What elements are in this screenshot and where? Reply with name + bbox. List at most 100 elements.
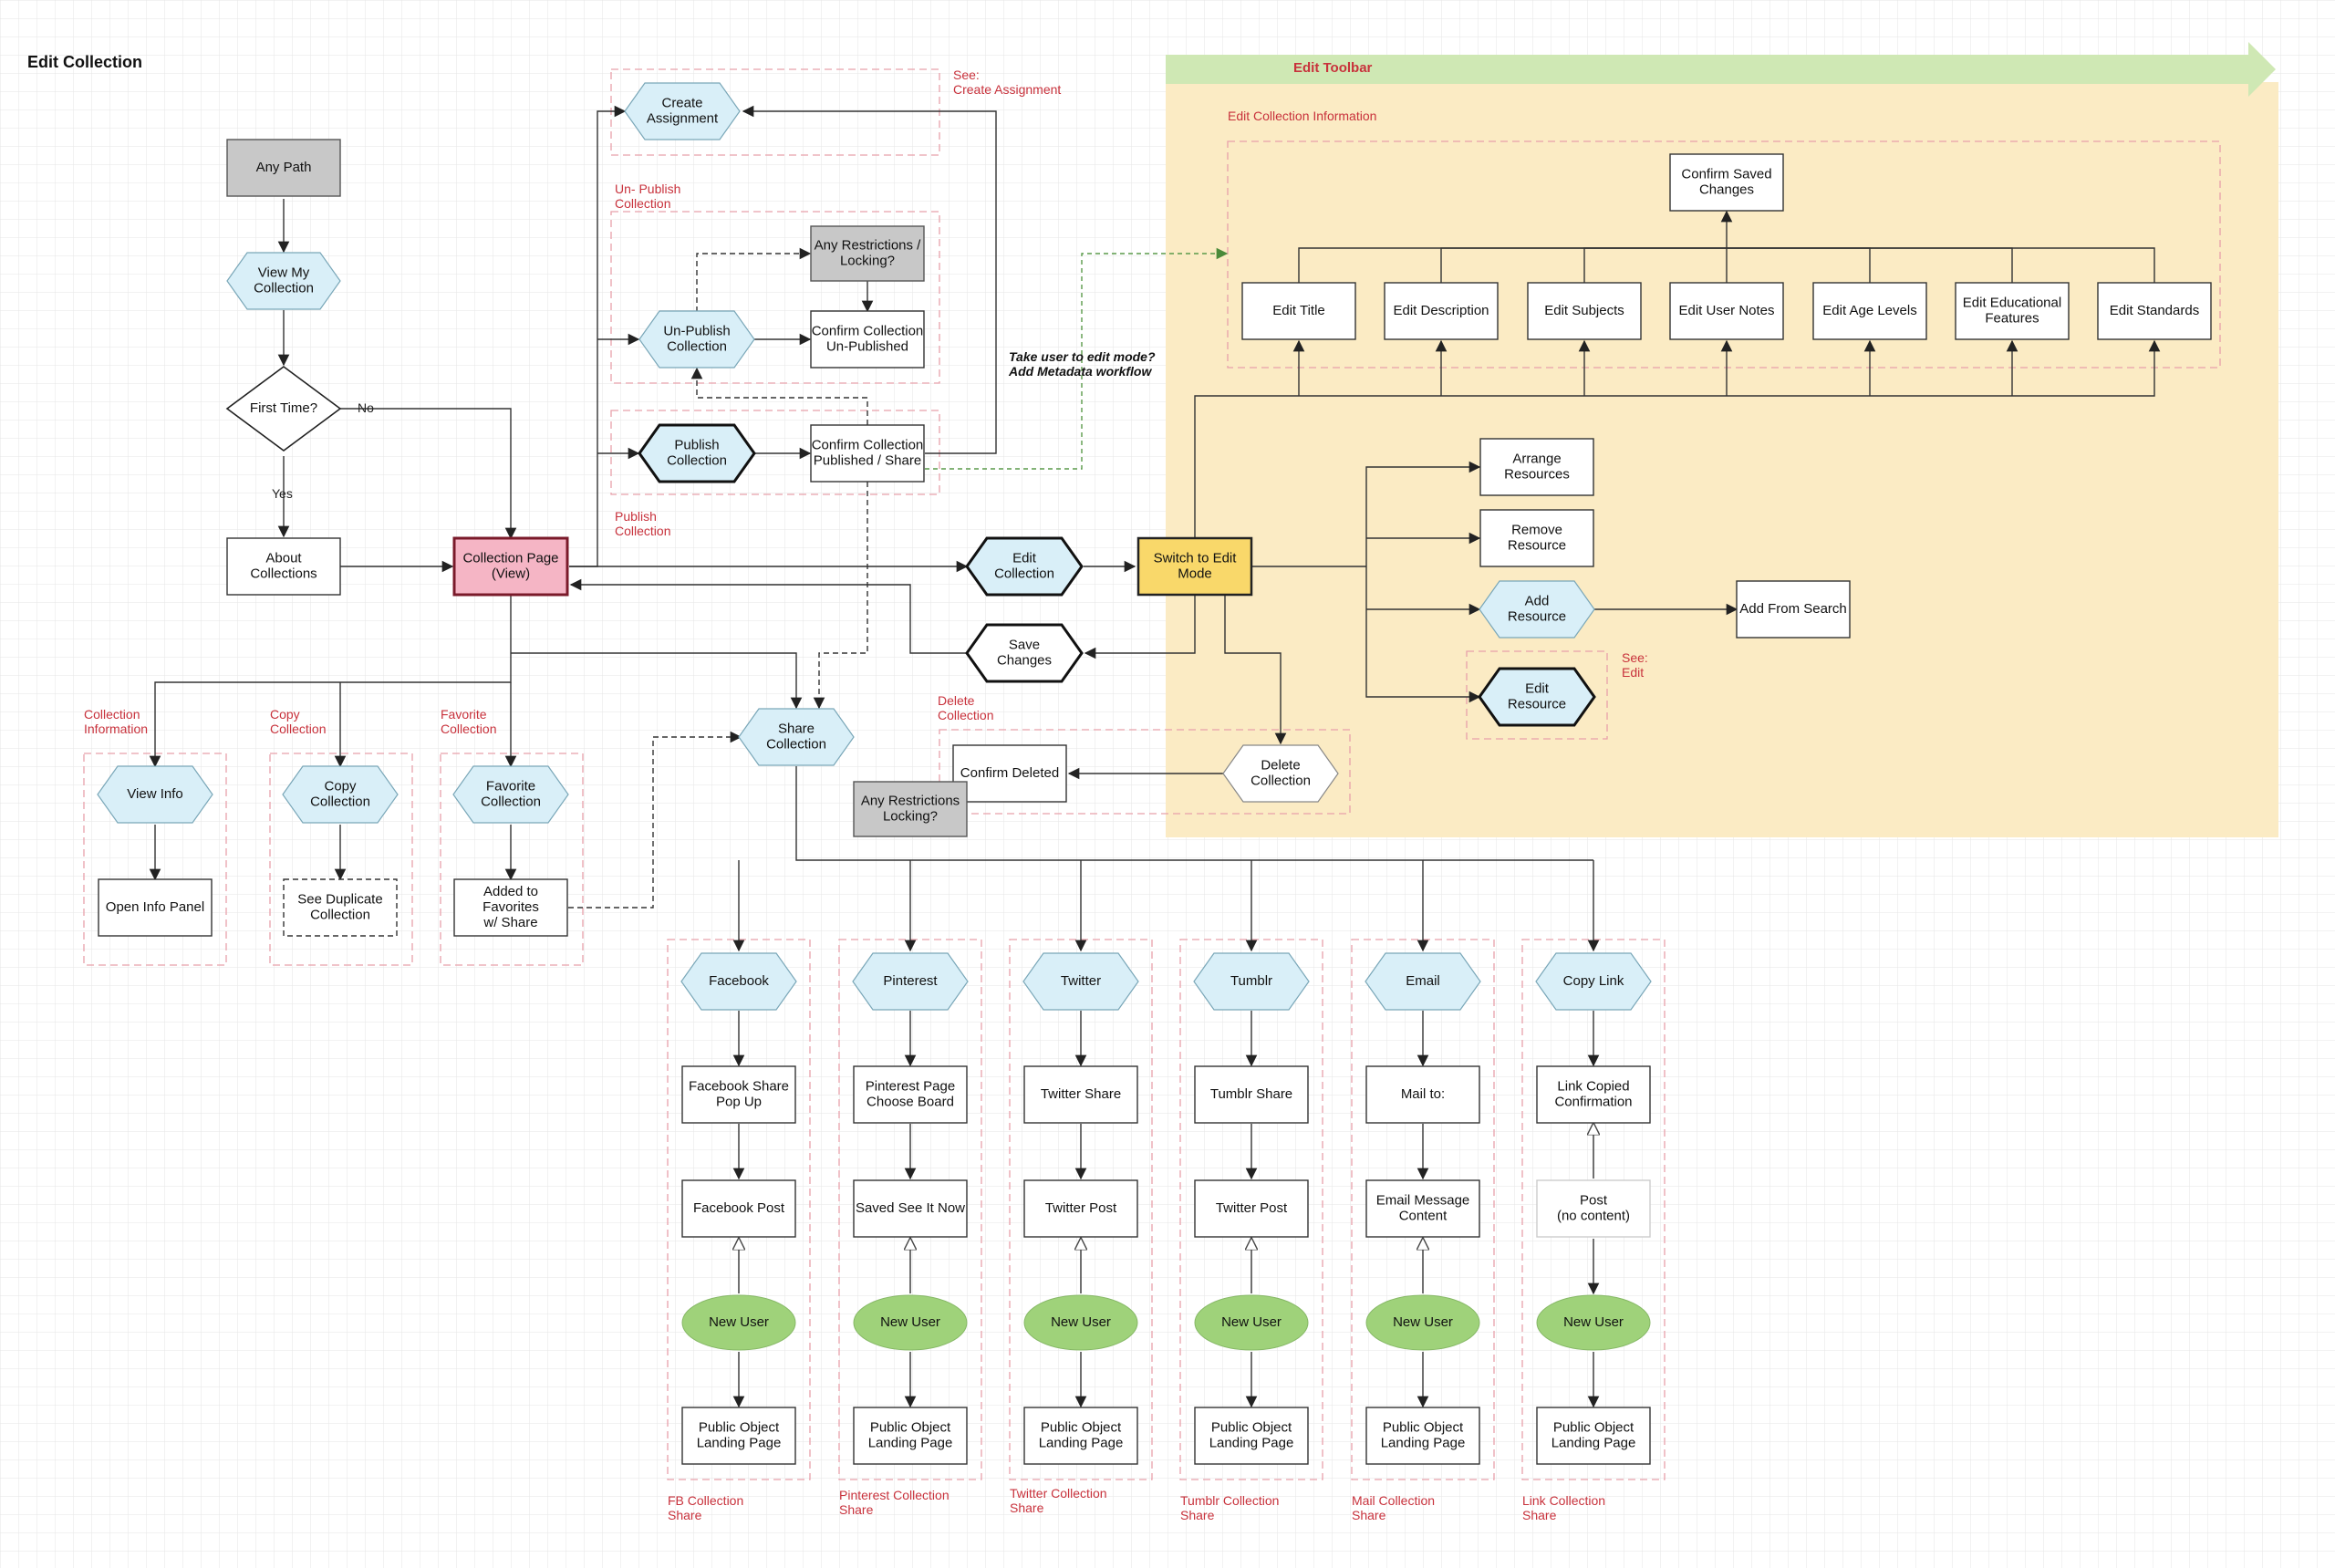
twitter-post-node[interactable]: Twitter Post [1023, 1179, 1138, 1238]
page-title: Edit Collection [27, 53, 142, 71]
view-info-node[interactable]: View Info [97, 765, 213, 824]
e-switch-save [1084, 596, 1196, 659]
open-info-panel-node[interactable]: Open Info Panel [98, 878, 213, 937]
email-new-user-node[interactable]: New User [1365, 1294, 1480, 1351]
restrictions-top-node[interactable]: Any Restrictions /Locking? [810, 225, 925, 282]
facebook-new-user-node[interactable]: New User [681, 1294, 796, 1351]
copy-link-channel-node-label: Copy Link [1563, 973, 1624, 989]
group-unpublish [610, 211, 940, 384]
twitter-channel-node-label: Twitter [1061, 973, 1101, 989]
edit-title-node[interactable]: Edit Title [1241, 282, 1356, 340]
tumblr-post-node[interactable]: Twitter Post [1194, 1179, 1309, 1238]
group-create-assignment [610, 68, 940, 156]
twitter-share-node[interactable]: Twitter Share [1023, 1065, 1138, 1124]
any-path-node[interactable]: Any Path [226, 139, 341, 197]
facebook-channel-node[interactable]: Facebook [680, 952, 797, 1011]
e-confirmpub-share [813, 482, 868, 710]
restrictions-top-node-label: Any Restrictions /Locking? [815, 237, 922, 268]
twitter-post-node-label: Twitter Post [1045, 1200, 1117, 1216]
facebook-post-node[interactable]: Facebook Post [681, 1179, 796, 1238]
collection-page-node[interactable]: Collection Page(View) [452, 536, 569, 597]
twitter-new-user-node[interactable]: New User [1023, 1294, 1138, 1351]
edit-subjects-node[interactable]: Edit Subjects [1527, 282, 1642, 340]
e-edit-confirm-6 [1727, 247, 2155, 283]
confirm-deleted-node[interactable]: Confirm Deleted [952, 744, 1067, 803]
copy-link-new-user-node[interactable]: New User [1536, 1294, 1651, 1351]
label-see-create-assignment: See:Create Assignment [953, 67, 1061, 97]
group-favorite [440, 753, 584, 966]
pinterest-channel-node[interactable]: Pinterest [852, 952, 969, 1011]
collection-page-node-label: Collection Page(View) [462, 550, 558, 581]
twitter-new-user-node-label: New User [1051, 1314, 1111, 1330]
email-share-node[interactable]: Mail to: [1365, 1065, 1480, 1124]
facebook-channel-node-label: Facebook [709, 973, 769, 989]
add-from-search-node[interactable]: Add From Search [1736, 580, 1851, 639]
e-share-bus [795, 766, 1593, 861]
edit-user-notes-node[interactable]: Edit User Notes [1669, 282, 1784, 340]
pinterest-post-node[interactable]: Saved See It Now [853, 1179, 968, 1238]
edit-standards-node[interactable]: Edit Standards [2097, 282, 2212, 340]
tumblr-post-node-label: Twitter Post [1216, 1200, 1288, 1216]
pinterest-channel-node-label: Pinterest [883, 973, 938, 989]
edit-age-levels-node[interactable]: Edit Age Levels [1812, 282, 1927, 340]
twitter-channel-node[interactable]: Twitter [1022, 952, 1139, 1011]
pinterest-new-user-node[interactable]: New User [853, 1294, 968, 1351]
tumblr-new-user-node[interactable]: New User [1194, 1294, 1309, 1351]
copy-link-post-node[interactable]: Post(no content) [1536, 1179, 1651, 1238]
tumblr-channel-node[interactable]: Tumblr [1193, 952, 1310, 1011]
edit-description-node[interactable]: Edit Description [1384, 282, 1499, 340]
tumblr-share-node[interactable]: Tumblr Share [1194, 1065, 1309, 1124]
first-time-decision[interactable]: First Time? [225, 366, 342, 452]
label-see-edit: See:Edit [1622, 650, 1648, 680]
e-edit-confirm-2 [1583, 247, 1727, 283]
email-channel-node[interactable]: Email [1365, 952, 1481, 1011]
tumblr-new-user-node-label: New User [1221, 1314, 1282, 1330]
copy-link-channel-node[interactable]: Copy Link [1535, 952, 1652, 1011]
